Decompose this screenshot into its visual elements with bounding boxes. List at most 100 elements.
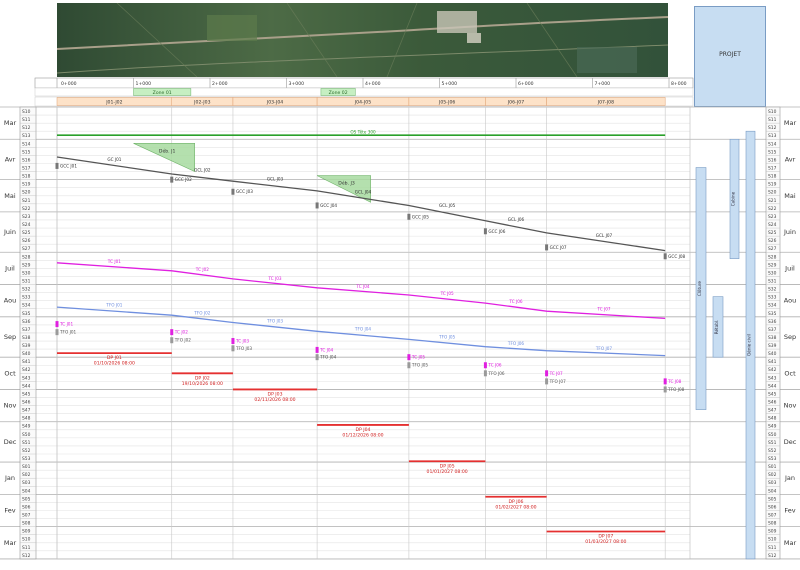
line-label: TC J02	[195, 267, 209, 272]
week-label-right: S33	[768, 295, 777, 301]
gcc-marker	[170, 176, 174, 183]
week-label-left: S48	[22, 416, 31, 422]
gcc-marker-label: GCC J07	[550, 245, 567, 250]
chainage-tick-label: 1+000	[136, 81, 152, 87]
tc-marker-label: TC J06	[487, 363, 501, 368]
line-label: TFO J02	[193, 311, 210, 316]
tfo-marker	[483, 370, 487, 377]
line-label: GCL J04	[355, 189, 372, 194]
week-label-right: S49	[768, 424, 777, 430]
week-label-left: S09	[22, 529, 31, 535]
line-label: GCL J03	[267, 177, 284, 182]
tfo-marker-label: TFO J01	[59, 330, 76, 335]
gcc-marker	[545, 244, 549, 251]
gcc-marker-label: GCC J05	[412, 214, 429, 219]
dp-bar-date: 02/11/2026 08:00	[254, 397, 295, 403]
tc-marker-label: TC J01	[59, 322, 73, 327]
week-label-right: S45	[768, 391, 777, 397]
side-activity-bar	[712, 296, 724, 358]
zone-label: Zone 01	[153, 90, 172, 96]
zone-bar	[320, 88, 356, 96]
week-label-left: S11	[22, 545, 31, 551]
week-label-left: S35	[22, 311, 31, 317]
week-label-right: S13	[768, 133, 777, 139]
chainage-tick-label: 0+000	[61, 81, 77, 87]
tfo-marker	[231, 345, 235, 352]
tfo-marker	[407, 362, 411, 369]
week-label-left: S26	[22, 238, 31, 244]
line-label: TC J03	[267, 276, 281, 281]
week-label-left: S52	[22, 448, 31, 454]
week-label-left: S34	[22, 303, 31, 309]
week-label-left: S40	[22, 351, 31, 357]
projet-label: PROJET	[719, 51, 741, 58]
line-label: TFO J03	[266, 319, 283, 324]
tc-marker	[170, 329, 174, 336]
month-label-right: Dec	[784, 438, 797, 446]
dp-bar-title: DP J04	[356, 427, 371, 433]
line-label: GC J01	[107, 157, 121, 162]
segment-header	[546, 97, 666, 106]
dp-bar-date: 19/10/2026 08:00	[182, 381, 223, 387]
line-label: TC J06	[508, 299, 522, 304]
week-label-left: S24	[22, 222, 31, 228]
tfo-marker	[663, 386, 667, 393]
month-label-left: Oct	[4, 369, 16, 377]
week-label-left: S10	[22, 537, 31, 543]
segment-header-label: J03-J04	[266, 100, 283, 106]
week-label-left: S07	[22, 513, 31, 519]
tc-marker-label: TC J02	[174, 330, 188, 335]
week-label-left: S15	[22, 149, 31, 155]
week-label-right: S18	[768, 174, 777, 180]
week-label-left: S53	[22, 456, 31, 462]
tc-marker-label: TC J07	[549, 371, 563, 376]
gcc-marker-label: GCC J01	[60, 163, 77, 168]
tfo-marker	[170, 337, 174, 344]
month-label-left: Dec	[4, 438, 17, 446]
week-label-left: S44	[22, 383, 31, 389]
tc-marker-label: TC J04	[319, 347, 333, 352]
zone-row	[34, 87, 694, 97]
tfo-marker	[315, 354, 319, 361]
week-label-left: S01	[22, 464, 31, 470]
tfo-marker-label: TFO J08	[667, 387, 684, 392]
chainage-tick-label: 2+000	[212, 81, 228, 87]
dp-bar-title: DP J05	[440, 463, 455, 469]
week-label-right: S41	[768, 359, 777, 365]
dp-bar-date: 01/03/2027 08:00	[585, 539, 626, 545]
week-label-right: S08	[768, 521, 777, 527]
gcc-marker	[315, 202, 319, 209]
week-label-left: S03	[22, 480, 31, 486]
series-line-tc	[56, 262, 666, 320]
week-label-right: S26	[768, 238, 777, 244]
tfo-marker-label: TFO J05	[411, 363, 428, 368]
week-label-right: S03	[768, 480, 777, 486]
week-label-right: S31	[768, 278, 777, 284]
week-label-left: S23	[22, 214, 31, 220]
week-label-right: S11	[768, 545, 777, 551]
week-label-left: S31	[22, 278, 31, 284]
week-label-left: S02	[22, 472, 31, 478]
side-activity-bar	[729, 138, 740, 260]
segment-header-label: J04-J05	[354, 100, 371, 106]
line-label: GCL J02	[194, 168, 211, 173]
dp-bar-date: 01/12/2026 08:00	[342, 432, 383, 438]
month-label-left: Mar	[4, 539, 17, 547]
dp-bar-title: DP J02	[195, 375, 210, 381]
line-label: TFO J01	[105, 302, 122, 307]
week-label-right: S50	[768, 432, 777, 438]
month-label-right: Mai	[784, 192, 796, 200]
week-label-right: S15	[768, 149, 777, 155]
week-label-left: S47	[22, 408, 31, 414]
week-label-left: S21	[22, 198, 31, 204]
week-label-right: S36	[768, 319, 777, 325]
tc-marker	[663, 378, 667, 385]
dp-bar-title: DP J03	[268, 391, 283, 397]
month-label-right: Juin	[783, 228, 796, 236]
month-label-right: Oct	[784, 369, 796, 377]
week-label-left: S10	[22, 109, 31, 115]
tc-marker	[315, 346, 319, 353]
chainage-tick-label: 4+000	[365, 81, 381, 87]
week-label-left: S27	[22, 246, 31, 252]
